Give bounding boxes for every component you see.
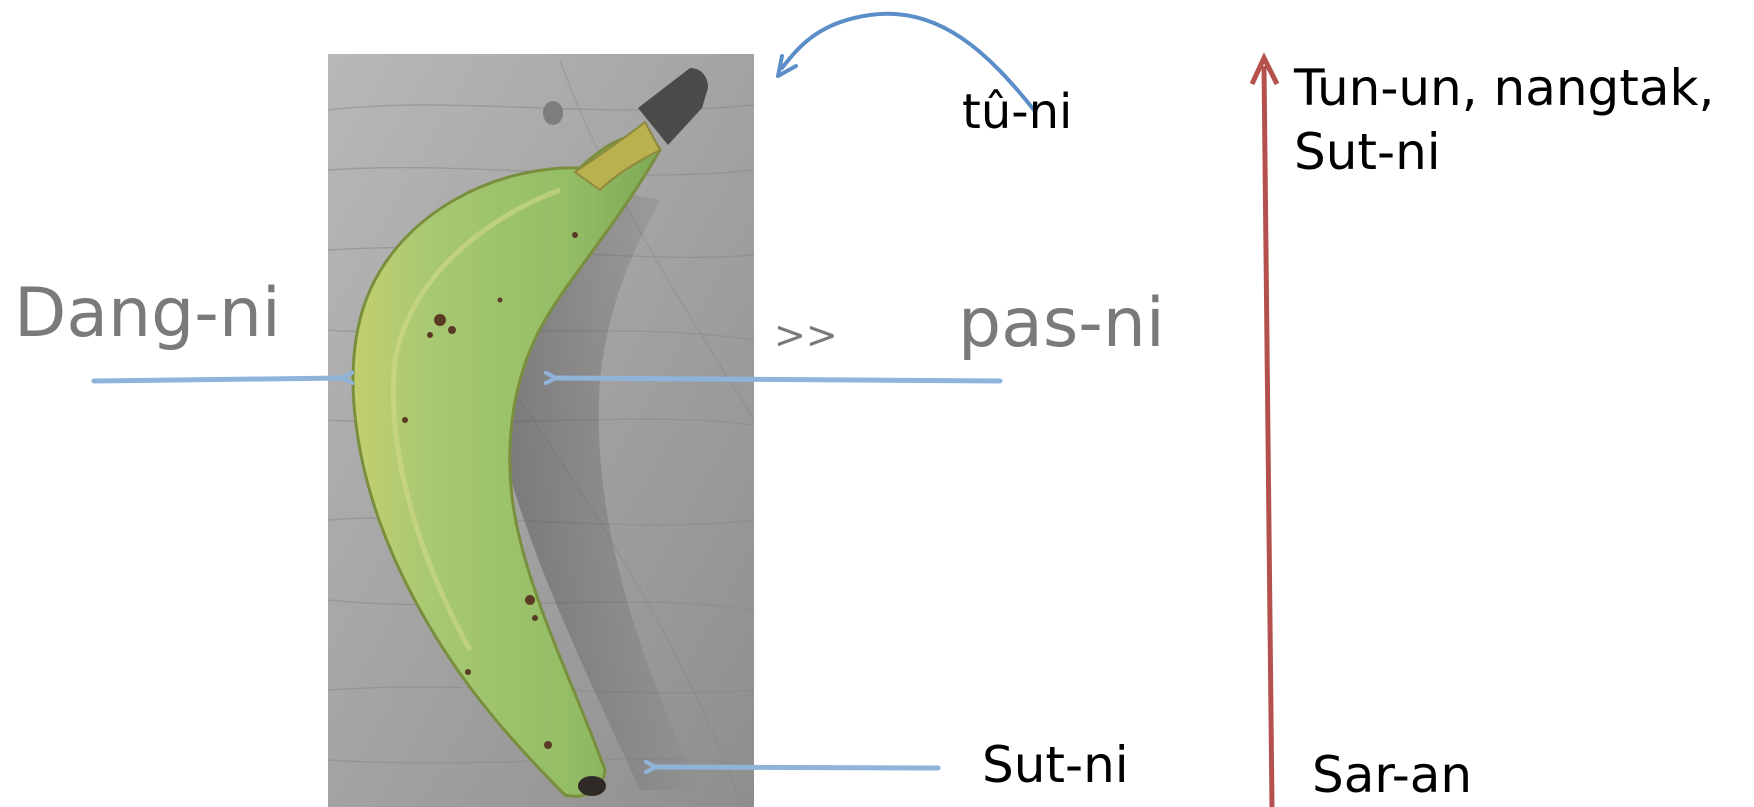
arrow-pas-ni: [556, 378, 1000, 381]
label-tu-ni: tû-ni: [962, 88, 1072, 136]
banana-bottom-tip: [578, 776, 606, 796]
arrow-dang-ni: [94, 378, 342, 381]
label-top-right: Tun-un, nangtak, Sut-ni: [1294, 56, 1714, 184]
label-dang-ni: Dang-ni: [14, 280, 281, 348]
wood-knot: [543, 101, 563, 125]
label-pas-ni: pas-ni: [958, 290, 1165, 358]
arrow-growth-direction: [1252, 58, 1277, 807]
arrow-sut-ni: [656, 767, 938, 768]
label-sut-ni-bottom: Sut-ni: [982, 740, 1129, 790]
label-sar-an: Sar-an: [1312, 750, 1472, 800]
label-greater-than: >>: [774, 316, 838, 354]
banana-photo: [328, 54, 754, 807]
